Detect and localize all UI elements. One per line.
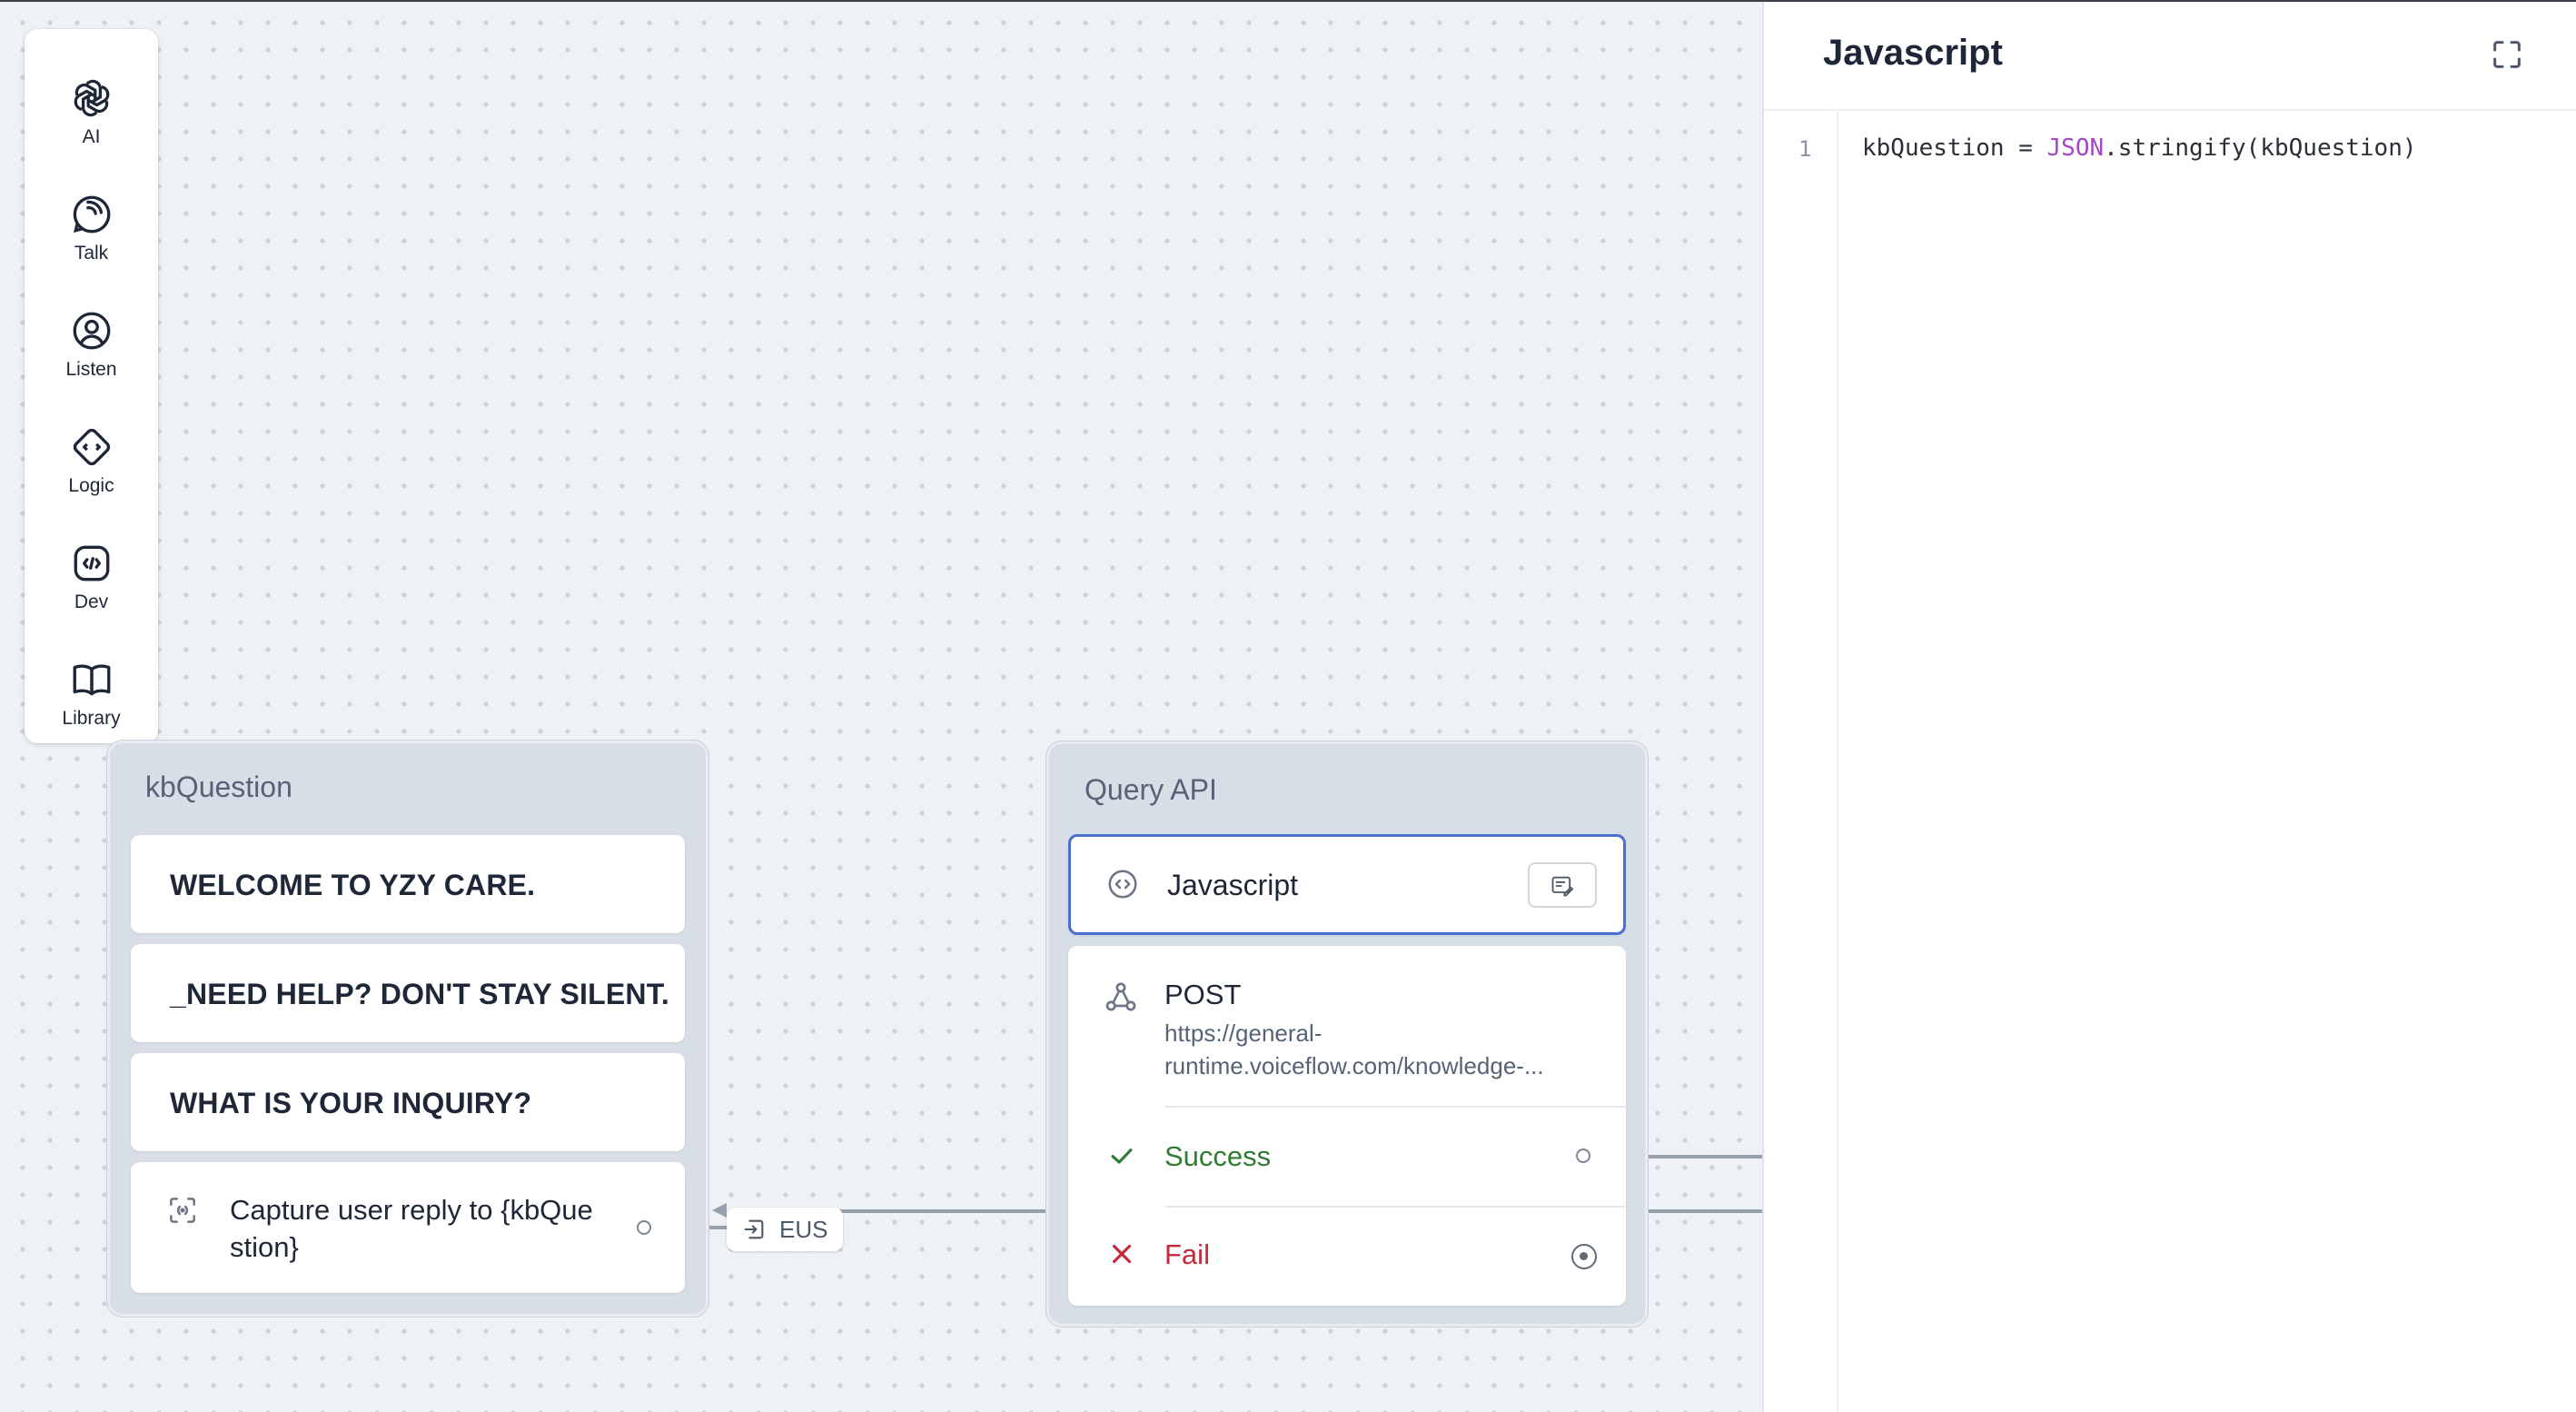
diamond-arrows-icon bbox=[73, 428, 110, 466]
book-icon bbox=[73, 664, 110, 696]
divider bbox=[1164, 1106, 1626, 1108]
line-number: 1 bbox=[1798, 136, 1812, 162]
step-toolbar: AI Talk Listen Logic bbox=[25, 29, 158, 743]
panel-header: Javascript bbox=[1764, 0, 2576, 111]
code-call: .stringify(kbQuestion) bbox=[2104, 134, 2417, 162]
connector-label-chip[interactable]: EUS bbox=[727, 1208, 843, 1251]
capture-step[interactable]: Capture user reply to {kbQue stion} bbox=[131, 1162, 685, 1293]
code-keyword: JSON bbox=[2046, 134, 2105, 162]
go-to-icon bbox=[744, 1219, 764, 1239]
code-variable: kbQuestion bbox=[1862, 134, 2005, 162]
toolbar-item-label: AI bbox=[82, 126, 101, 147]
text-step[interactable]: _NEED HELP? DON'T STAY SILENT. bbox=[131, 944, 685, 1042]
text-step-label: WHAT IS YOUR INQUIRY? bbox=[170, 1087, 532, 1119]
fail-label: Fail bbox=[1164, 1238, 1210, 1270]
toolbar-item-library[interactable]: Library bbox=[25, 643, 158, 743]
x-icon bbox=[1112, 1244, 1132, 1264]
api-url: https://general- runtime.voiceflow.com/k… bbox=[1164, 1017, 1544, 1082]
javascript-editor-panel: Javascript 1 kbQuestion = JSON.stringify… bbox=[1762, 0, 2576, 1412]
capture-output-port[interactable] bbox=[637, 1220, 651, 1235]
capture-icon bbox=[170, 1198, 195, 1223]
code-editor-line[interactable]: kbQuestion = JSON.stringify(kbQuestion) bbox=[1862, 134, 2417, 162]
connector-label: EUS bbox=[779, 1215, 828, 1243]
window-top-border bbox=[0, 0, 2576, 2]
api-step[interactable]: POST https://general- runtime.voiceflow.… bbox=[1068, 946, 1626, 1306]
api-method-label: POST bbox=[1164, 979, 1242, 1010]
openai-icon bbox=[74, 79, 109, 117]
toolbar-item-label: Talk bbox=[74, 243, 109, 264]
toolbar-item-dev[interactable]: Dev bbox=[25, 527, 158, 627]
port-dot bbox=[1580, 1252, 1588, 1260]
toolbar-item-label: Logic bbox=[68, 475, 114, 496]
line-number-gutter bbox=[1764, 111, 1838, 1412]
javascript-step-label: Javascript bbox=[1167, 869, 1299, 901]
kbquestion-block[interactable]: kbQuestion WELCOME TO YZY CARE. _NEED HE… bbox=[110, 743, 706, 1314]
toolbar-item-label: Dev bbox=[74, 592, 109, 612]
check-icon bbox=[1111, 1148, 1133, 1164]
javascript-step-selected[interactable]: Javascript bbox=[1068, 834, 1626, 935]
flow-canvas[interactable]: AI Talk Listen Logic bbox=[0, 0, 1762, 1412]
fail-output-port-connected[interactable] bbox=[1571, 1244, 1597, 1269]
text-step[interactable]: WELCOME TO YZY CARE. bbox=[131, 835, 685, 933]
block-title[interactable]: Query API bbox=[1085, 773, 1217, 806]
text-step-label: WELCOME TO YZY CARE. bbox=[170, 869, 536, 901]
capture-step-label: Capture user reply to {kbQue stion} bbox=[230, 1191, 593, 1266]
code-box-icon bbox=[74, 545, 109, 582]
toolbar-item-label: Listen bbox=[65, 359, 117, 380]
edit-code-button[interactable] bbox=[1528, 862, 1597, 908]
success-label: Success bbox=[1164, 1140, 1272, 1172]
toolbar-item-label: Library bbox=[62, 708, 121, 729]
fail-path[interactable]: Fail bbox=[1068, 1208, 1626, 1306]
toolbar-item-ai[interactable]: AI bbox=[25, 62, 158, 162]
javascript-code-icon bbox=[1108, 870, 1137, 899]
capture-label-line: Capture user reply to {kbQue bbox=[230, 1194, 593, 1226]
toolbar-item-logic[interactable]: Logic bbox=[25, 411, 158, 511]
text-step[interactable]: WHAT IS YOUR INQUIRY? bbox=[131, 1053, 685, 1151]
capture-label-line: stion} bbox=[230, 1231, 299, 1263]
query-api-block[interactable]: Query API Javascript bbox=[1049, 744, 1645, 1324]
user-circle-icon bbox=[73, 312, 110, 350]
api-url-line: runtime.voiceflow.com/knowledge-... bbox=[1164, 1052, 1544, 1079]
text-step-label: _NEED HELP? DON'T STAY SILENT. bbox=[170, 978, 669, 1010]
expand-icon[interactable] bbox=[2489, 36, 2525, 73]
edit-note-icon bbox=[1551, 876, 1574, 897]
divider bbox=[1164, 1206, 1626, 1208]
block-title[interactable]: kbQuestion bbox=[145, 771, 292, 803]
api-webhook-icon bbox=[1105, 982, 1136, 1011]
api-url-line: https://general- bbox=[1164, 1019, 1323, 1047]
panel-title: Javascript bbox=[1823, 33, 2003, 73]
code-operator: = bbox=[2004, 134, 2047, 162]
chat-bubble-icon bbox=[73, 195, 110, 234]
toolbar-item-listen[interactable]: Listen bbox=[25, 294, 158, 394]
success-path[interactable]: Success bbox=[1068, 1108, 1626, 1206]
toolbar-item-talk[interactable]: Talk bbox=[25, 178, 158, 278]
success-output-port[interactable] bbox=[1576, 1148, 1590, 1163]
